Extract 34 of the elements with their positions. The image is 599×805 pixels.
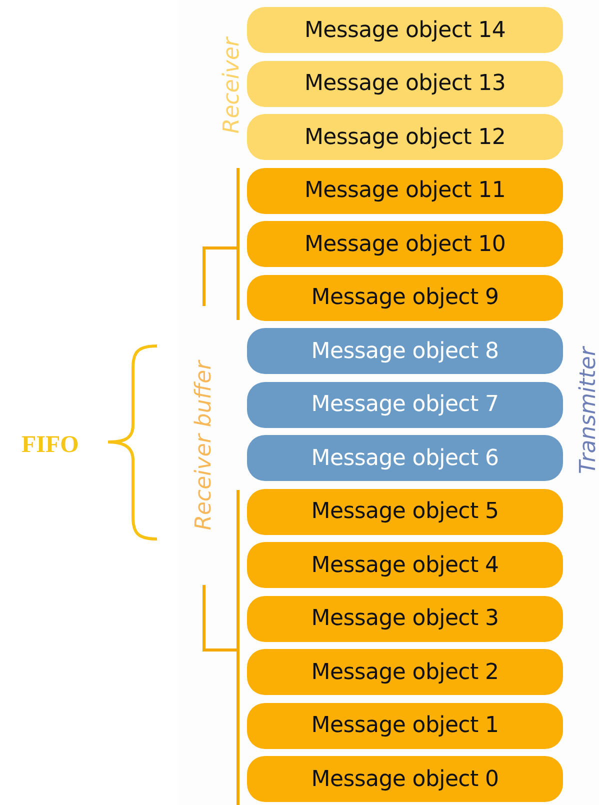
group-label: Receiver buffer [191,360,216,530]
box-label: Message object 4 [311,552,499,578]
message-object-box [247,274,563,320]
message-object-box [247,114,563,160]
box-label: Message object 12 [304,124,506,150]
box-label: Message object 13 [304,71,506,96]
box-label: Message object 0 [311,766,499,792]
message-object-box [247,756,563,802]
box-label: Message object 7 [311,392,499,417]
message-object-box [247,60,563,106]
fifo-label: FIFO [22,432,79,458]
message-object-box [247,435,563,481]
message-object-box [247,702,563,748]
box-label: Message object 8 [311,338,499,364]
box-label: Message object 2 [311,660,499,684]
message-object-box [247,168,563,214]
group-label: Receiver [220,36,245,134]
box-label: Message object 5 [311,499,499,524]
box-label: Message object 6 [311,446,499,470]
message-object-box [247,488,563,534]
group-label: Transmitter [576,346,599,474]
message-object-box [247,328,563,374]
box-label: Message object 3 [311,606,499,631]
box-label: Message object 9 [311,285,499,310]
message-object-box [247,596,563,642]
box-label: Message object 1 [311,713,499,738]
box-label: Message object 14 [304,18,506,42]
message-object-box [247,542,563,588]
message-object-box [247,221,563,267]
message-object-box [247,7,563,53]
box-label: Message object 11 [304,178,506,203]
message-object-box [247,649,563,695]
message-object-box [247,382,563,428]
box-label: Message object 10 [304,232,506,256]
